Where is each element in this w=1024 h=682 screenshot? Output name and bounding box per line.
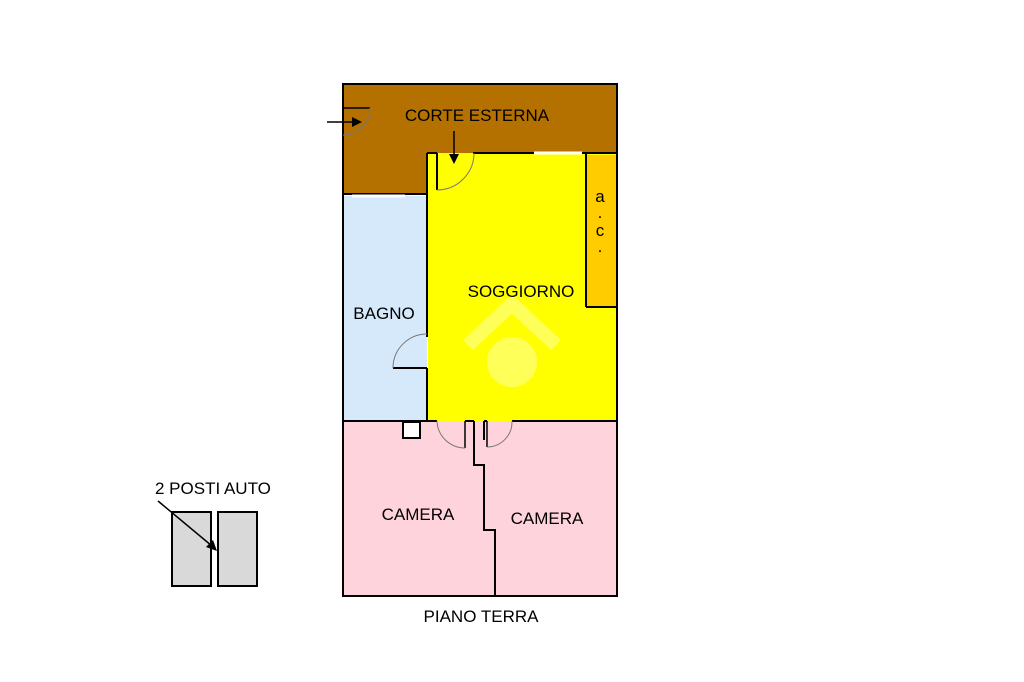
pillar bbox=[402, 421, 421, 439]
entrance-arrow bbox=[327, 117, 362, 127]
camera-left-label: CAMERA bbox=[382, 505, 455, 524]
parking-label: 2 POSTI AUTO bbox=[155, 479, 271, 498]
ac-closet-area bbox=[586, 155, 616, 306]
corte-esterna-label: CORTE ESTERNA bbox=[405, 106, 550, 125]
camera-right-label: CAMERA bbox=[511, 509, 584, 528]
parking-space-2 bbox=[217, 511, 258, 587]
ac-char: c bbox=[596, 221, 605, 240]
parking-arrow bbox=[157, 500, 217, 551]
bagno-label: BAGNO bbox=[353, 304, 414, 323]
doors bbox=[342, 107, 513, 449]
bagno-area bbox=[343, 196, 427, 421]
outer-wall bbox=[342, 83, 618, 597]
ac-char: . bbox=[598, 203, 603, 222]
parking-space-1 bbox=[171, 511, 212, 587]
ac-char: a bbox=[595, 187, 605, 206]
ac-char: . bbox=[598, 237, 603, 256]
camera-right-area bbox=[481, 421, 617, 596]
soggiorno-entrance-arrow bbox=[449, 131, 459, 164]
ac-label: a . c . bbox=[595, 187, 605, 256]
floor-label: PIANO TERRA bbox=[424, 607, 540, 626]
soggiorno-label: SOGGIORNO bbox=[468, 282, 575, 301]
camera-left-area bbox=[343, 421, 493, 596]
windows bbox=[352, 151, 582, 198]
watermark-logo bbox=[463, 294, 561, 387]
